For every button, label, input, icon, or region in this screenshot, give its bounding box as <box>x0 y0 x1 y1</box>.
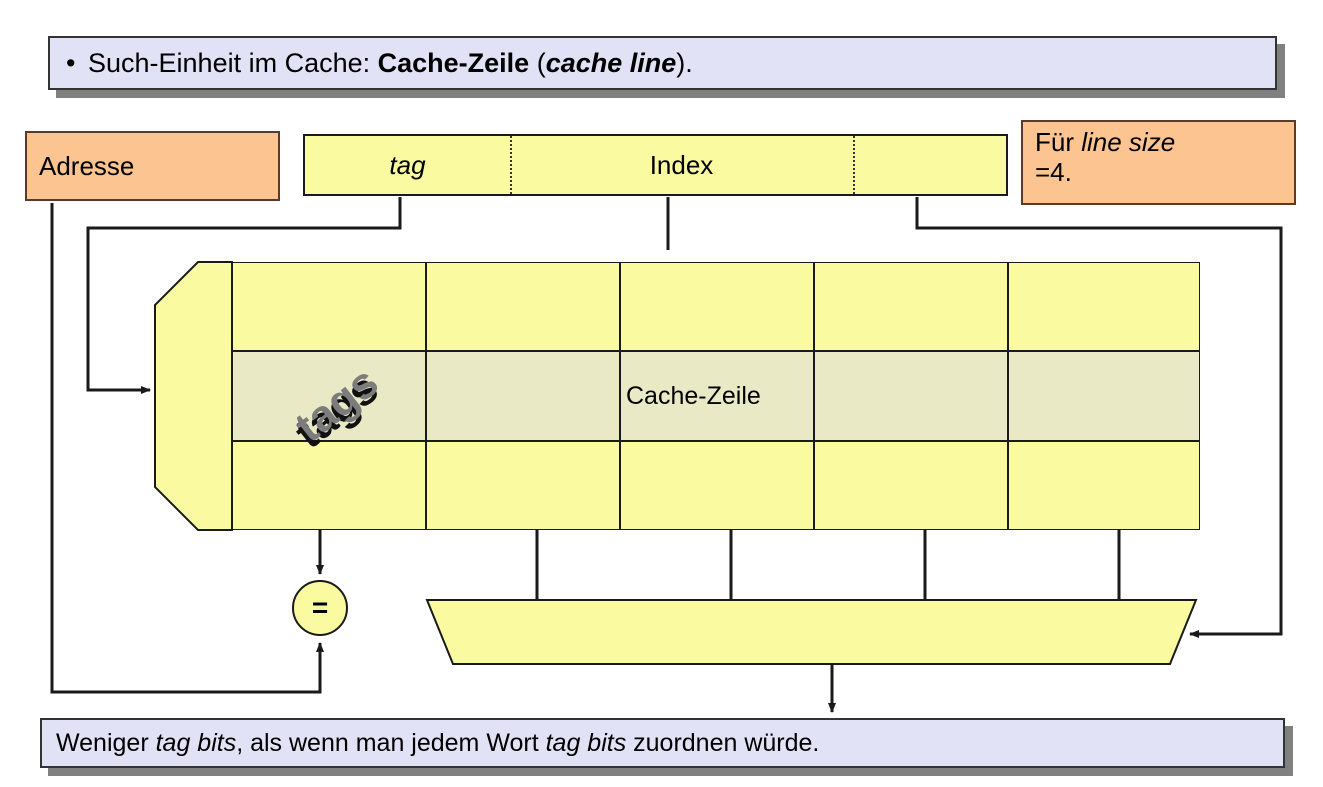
cache-cell <box>814 441 1008 530</box>
address-divider-tag-index <box>510 136 512 194</box>
cache-cell-highlighted <box>814 351 1008 441</box>
line-size-note-box: Für line size =4. <box>1021 120 1296 205</box>
multiplexer-shape <box>425 599 1198 665</box>
comparator-symbol: = <box>311 592 329 623</box>
top-banner: • Such-Einheit im Cache: Cache-Zeile (ca… <box>48 36 1277 90</box>
address-box: Adresse <box>25 131 280 201</box>
bottom-banner-italic-2: tag bits <box>545 728 627 757</box>
cache-cell-highlighted <box>1008 351 1200 441</box>
cache-cell <box>1008 262 1200 351</box>
address-field-index: Index <box>649 149 714 180</box>
bottom-banner-part1: Weniger <box>56 728 156 757</box>
bullet-icon: • <box>66 47 76 78</box>
note-italic-term: line size <box>1081 127 1176 157</box>
cache-cell <box>426 441 620 530</box>
cache-cell <box>232 262 426 351</box>
top-banner-text: Such-Einheit im Cache: Cache-Zeile (cach… <box>88 48 693 79</box>
bottom-banner-italic-1: tag bits <box>155 728 237 757</box>
top-banner-paren-open: ( <box>529 47 546 78</box>
cache-cell <box>620 262 814 351</box>
cache-line-label: Cache-Zeile <box>626 381 761 410</box>
note-line-1: Für line size <box>1035 127 1294 158</box>
cache-cell <box>1008 441 1200 530</box>
top-banner-prefix: Such-Einheit im Cache: <box>88 47 378 78</box>
address-field-tag: tag <box>389 149 426 180</box>
address-box-label: Adresse <box>39 150 135 181</box>
address-field-bar: tag Index <box>303 134 1008 196</box>
bottom-banner-part3: zuordnen würde. <box>626 728 820 757</box>
note-prefix: Für <box>1035 127 1082 157</box>
cache-cell <box>814 262 1008 351</box>
bottom-banner-text: Weniger tag bits, als wenn man jedem Wor… <box>56 729 819 758</box>
cache-cell <box>426 262 620 351</box>
address-field-offset <box>853 136 1006 194</box>
top-banner-bold-term: Cache-Zeile <box>377 47 530 78</box>
bottom-banner: Weniger tag bits, als wenn man jedem Wor… <box>40 718 1285 768</box>
cache-cell <box>620 441 814 530</box>
cache-cell-highlighted <box>620 351 814 441</box>
note-line-2: =4. <box>1035 156 1072 187</box>
cache-cell-highlighted <box>426 351 620 441</box>
top-banner-paren-close: ). <box>676 47 693 78</box>
comparator-equals: = <box>292 580 348 636</box>
bottom-banner-part2: , als wenn man jedem Wort <box>236 728 546 757</box>
address-divider-index-offset <box>853 136 855 194</box>
top-banner-bold-italic-term: cache line <box>545 47 677 78</box>
